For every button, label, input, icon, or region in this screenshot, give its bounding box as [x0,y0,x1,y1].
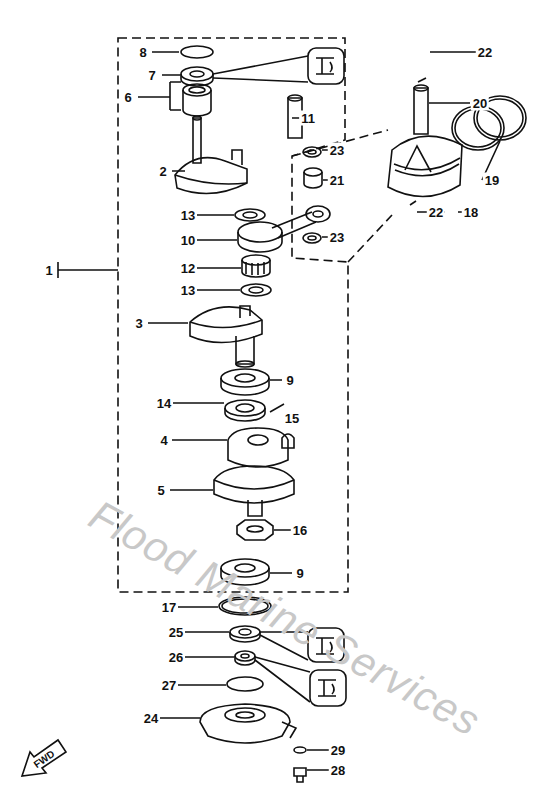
callout-number: 27 [160,678,178,693]
callout-number: 2 [157,164,168,179]
watermark: Flood Marine Services [88,504,483,732]
group-outline [118,38,348,592]
callout-number: 21 [328,173,346,188]
callout-number: 23 [328,143,346,158]
o-ring [181,46,213,58]
callout-number: 14 [155,396,173,411]
callout-number: 23 [328,230,346,245]
callout-number: 9 [284,373,295,388]
callout-number: 11 [299,111,317,126]
callout-number: 29 [329,743,347,758]
callout-number: 19 [483,173,501,188]
fwd-arrow [22,740,66,776]
leader-line [58,262,118,278]
callout-number: 25 [167,625,185,640]
callout-number: 28 [329,763,347,778]
callout-number: 18 [462,205,480,220]
callout-number: 1 [43,263,54,278]
callout-number: 7 [146,68,157,83]
callout-number: 15 [283,411,301,426]
callout-number: 8 [137,45,148,60]
callout-number: 3 [133,316,144,331]
callout-number: 17 [160,600,178,615]
group-outline [292,130,392,262]
callout-number: 20 [471,96,489,111]
callout-number: 24 [142,711,160,726]
callout-number: 5 [155,483,166,498]
callout-number: 10 [179,233,197,248]
callout-number: 22 [427,205,445,220]
callout-number: 22 [476,45,494,60]
callout-number: 13 [179,208,197,223]
callout-number: 26 [167,650,185,665]
callout-number: 6 [122,90,133,105]
direction-label: FWD [29,745,60,773]
callout-number: 12 [179,261,197,276]
callout-number: 13 [179,283,197,298]
callout-number: 9 [294,566,305,581]
callout-number: 4 [158,433,169,448]
callout-number: 16 [291,523,309,538]
